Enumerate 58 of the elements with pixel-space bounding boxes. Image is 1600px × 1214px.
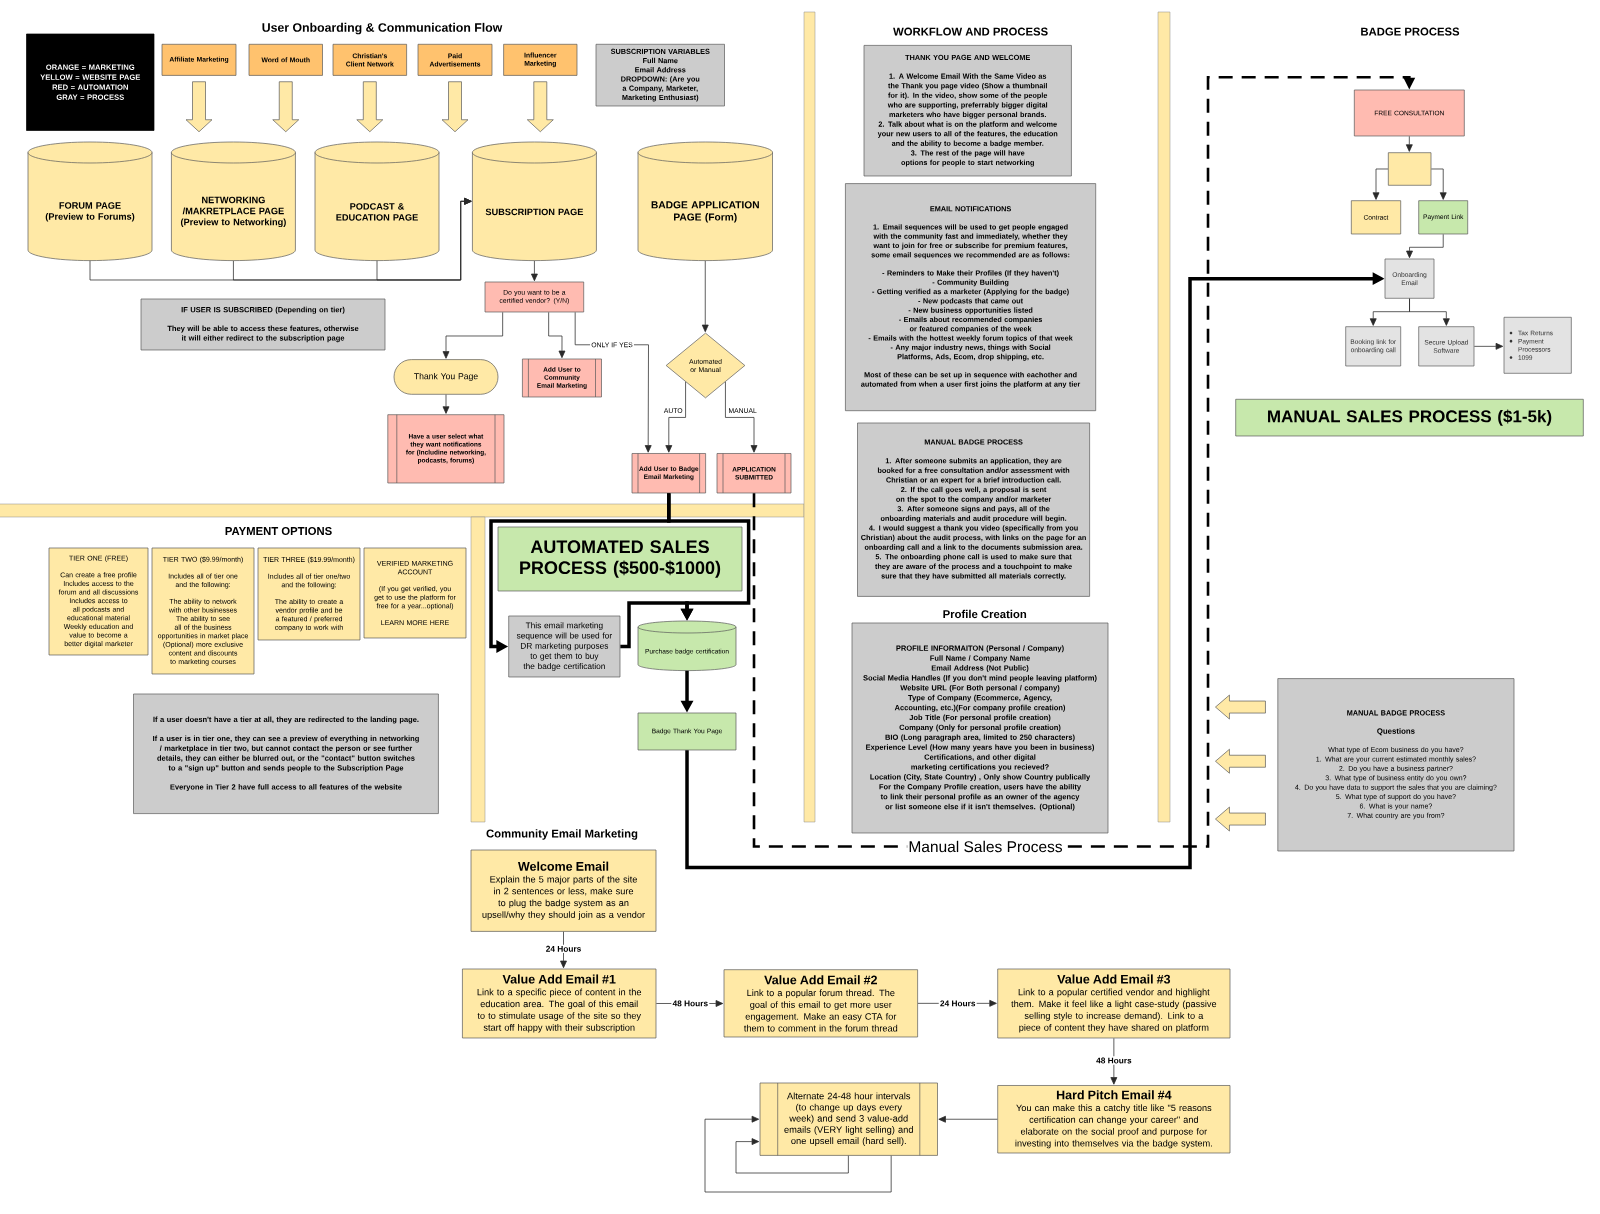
edge-label: 24 Hours	[544, 944, 583, 953]
arrow	[442, 311, 504, 359]
section-title: Profile Creation	[943, 609, 1027, 619]
arrow	[701, 260, 709, 333]
arrow	[665, 381, 686, 453]
arrow	[1110, 1037, 1118, 1085]
section-title: User Onboarding & Communication Flow	[262, 22, 503, 35]
process-box: Alternate 24-48 hour intervals (to change up days every week) and send 3 value-add emails (VERY light selling) and one upsell email (hard sell).	[759, 1082, 938, 1156]
arrow	[1372, 168, 1389, 200]
arrow	[376, 197, 472, 281]
arrow	[938, 1115, 998, 1123]
title-box: AUTOMATED SALES PROCESS ($500-$1000)	[497, 526, 743, 592]
arrow	[704, 1115, 892, 1193]
block-arrow	[185, 81, 213, 133]
arrow	[1409, 298, 1450, 326]
page-cylinder: NETWORKING /MAKRETPLACE PAGE (Preview to Networking)	[171, 141, 296, 261]
edge-label: 48 Hours	[1094, 1056, 1133, 1065]
blank-box	[1387, 152, 1432, 186]
divider-band	[470, 516, 486, 823]
divider-band	[803, 11, 816, 823]
section-title: Community Email Marketing	[486, 829, 638, 840]
block-arrow	[526, 81, 554, 133]
arrow	[735, 1138, 849, 1174]
edge-label: 24 Hours	[938, 999, 977, 1008]
arrow	[548, 311, 566, 359]
email-box: Welcome Email Explain the 5 major parts of the site in 2 sentences or less, make sure to plug the badge system as an upsell/why they should join as a vendor	[470, 849, 657, 932]
section-title: BADGE PROCESS	[1361, 27, 1460, 36]
arrow	[752, 76, 1416, 848]
block-arrow	[1215, 748, 1266, 774]
block-arrow	[441, 81, 469, 133]
arrow	[620, 601, 694, 649]
email-box: Value Add Email #1 Link to a specific piece of content in the education area. The goal of this email to to stimulate usage of the site so they start off happy with their subscription	[462, 968, 657, 1039]
page-cylinder: SUBSCRIPTION PAGE	[472, 141, 597, 261]
email-box: Hard Pitch Email #4 You can make this a catchy title like "5 reasons certification can change your career" and elaborate on the social proof and purpose for investing into themselves via the badge system.	[997, 1085, 1231, 1154]
page-cylinder: FORUM PAGE (Preview to Forums)	[27, 141, 153, 261]
block-arrow	[272, 81, 300, 133]
block-arrow	[1215, 806, 1266, 832]
page-cylinder: BADGE APPLICATION PAGE (Form)	[637, 141, 773, 261]
block-arrow	[1215, 694, 1266, 720]
note-box: This email marketing sequence will be used for DR marketing purposes to get them to buy the badge certification	[508, 615, 621, 678]
arrow	[1406, 233, 1444, 259]
arrow	[442, 394, 450, 414]
email-box: Value Add Email #3 Link to a popular certified vendor and highlight them. Make it feel like a light case-study (passive selling style to increase demand). Link to a piece of content they have shared on platform	[997, 968, 1231, 1039]
arrow	[725, 381, 758, 453]
edge-label: Manual Sales Process	[907, 839, 1064, 854]
arrow	[1405, 135, 1413, 152]
arrow	[1431, 168, 1447, 200]
section-title: PAYMENT OPTIONS	[225, 527, 332, 535]
divider-band	[1157, 11, 1171, 823]
page-cylinder: PODCAST & EDUCATION PAGE	[314, 141, 440, 261]
rounded-box: Thank You Page	[393, 359, 499, 395]
arrow	[1474, 342, 1504, 350]
title-box: MANUAL SALES PROCESS ($1-5k)	[1235, 398, 1584, 437]
edge-label: 48 Hours	[671, 999, 710, 1008]
block-arrow	[356, 81, 384, 133]
email-box: Value Add Email #2 Link to a popular forum thread. The goal of this email to get more user engagement. Make an easy CTA for them to comment in the forum thread	[723, 969, 918, 1038]
arrow	[531, 260, 538, 282]
arrow	[560, 931, 567, 969]
